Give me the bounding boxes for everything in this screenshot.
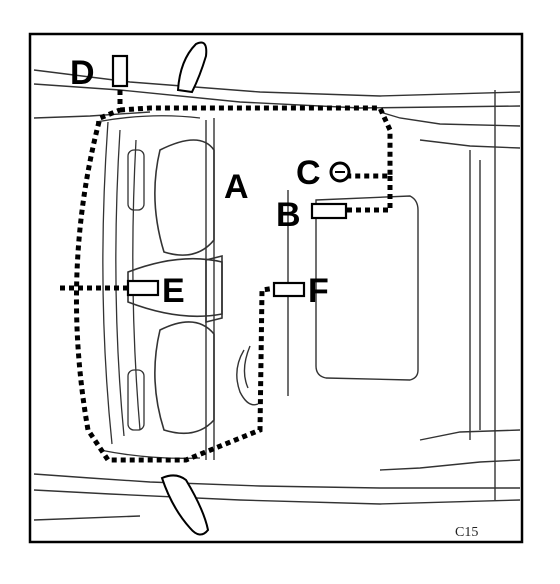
label-d: D (70, 54, 95, 92)
figure-frame (28, 32, 524, 544)
label-b: B (276, 196, 301, 234)
seats (127, 139, 223, 435)
mirrors (160, 41, 210, 536)
connector-d (111, 54, 129, 88)
vehicle-body-outline (33, 69, 521, 521)
windscreen-area (95, 115, 201, 459)
components (111, 54, 348, 298)
wiring-route (60, 90, 393, 463)
right-mirror-icon (160, 474, 210, 536)
label-f: F (308, 272, 329, 310)
connector-b (310, 202, 348, 220)
center-pillar (205, 118, 215, 460)
label-c: C (296, 154, 321, 192)
label-a: A (224, 168, 249, 206)
label-e: E (162, 272, 185, 310)
connector-f (272, 281, 306, 298)
door-handle-detail (236, 345, 259, 406)
connector-e (126, 279, 160, 297)
connector-c-icon (329, 161, 351, 183)
figure-code: C15 (455, 525, 478, 540)
left-mirror-icon (176, 41, 208, 94)
